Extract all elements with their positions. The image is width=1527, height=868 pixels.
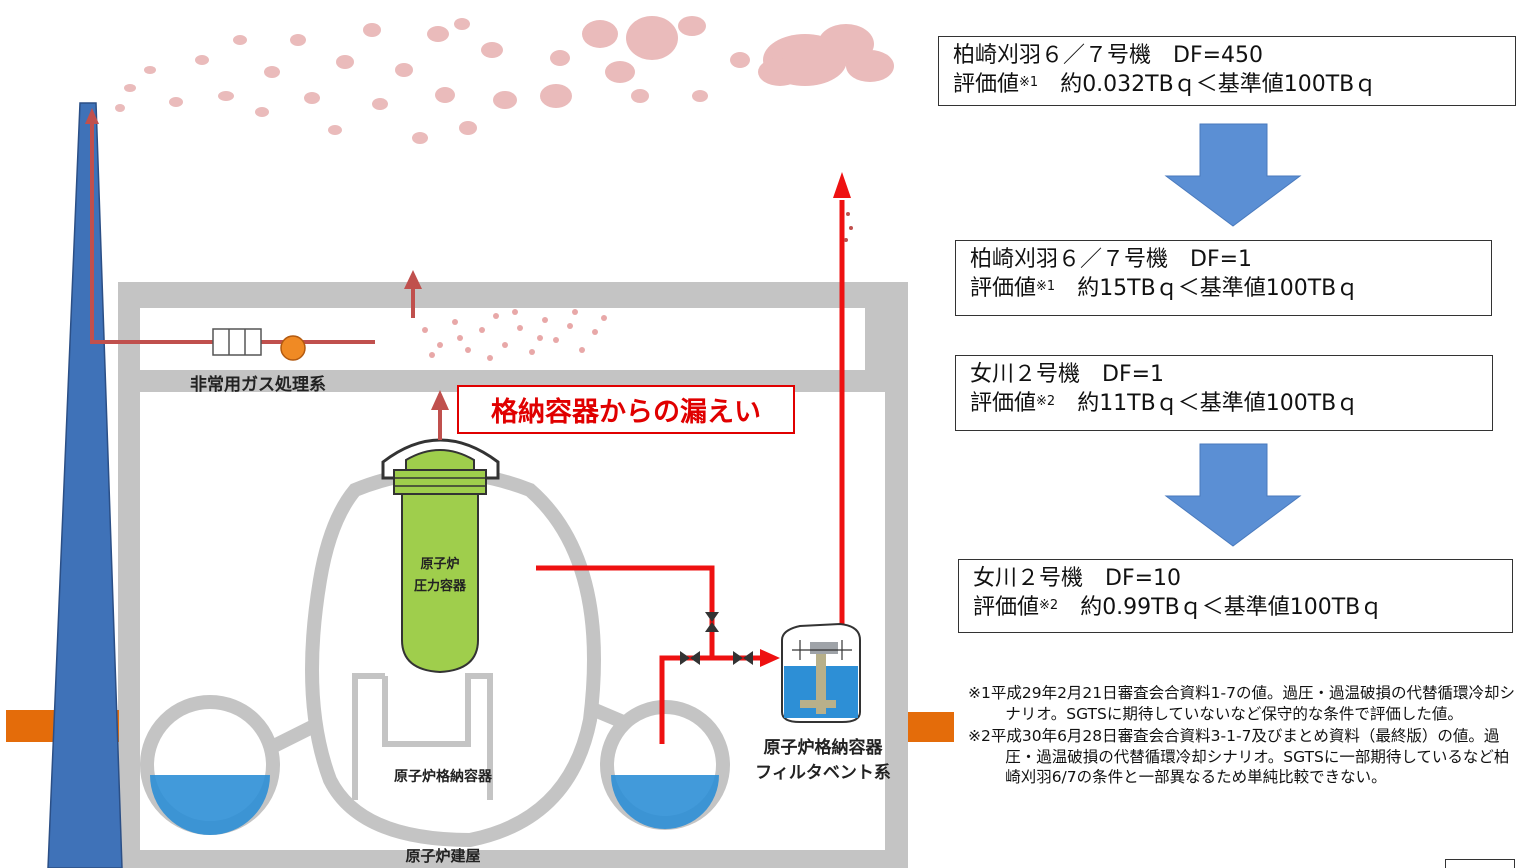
page-number-box	[1445, 859, 1515, 868]
rpv-label-line2: 圧力容器	[414, 578, 467, 594]
result-box-onagawa-df10: 女川２号機 DF=10 評価値※2 約0.99TBｑ＜基準値100TBｑ	[958, 559, 1513, 633]
result-value: 約11TBｑ＜基準値100TBｑ	[1055, 391, 1359, 416]
gas-treatment-line	[85, 108, 375, 344]
flow-arrow-2	[1164, 443, 1302, 547]
rpv-label-line1: 原子炉	[420, 556, 459, 572]
footnotes: ※1平成29年2月21日審査会合資料1-7の値。過圧・過温破損の代替循環冷却シナ…	[968, 683, 1516, 790]
building-particles	[422, 309, 607, 361]
release-plume	[115, 16, 894, 144]
result-note-mark: ※1	[1036, 279, 1056, 294]
gas-system-label: 非常用ガス処理系	[190, 374, 326, 395]
gas-filter-icon	[212, 328, 262, 356]
filter-vent-label-1: 原子炉格納容器	[764, 737, 884, 758]
pedestal	[352, 673, 493, 800]
building-release-arrow	[404, 270, 422, 318]
flow-arrow-1	[1164, 123, 1302, 227]
suppression-water	[150, 775, 719, 835]
exhaust-stack	[47, 102, 123, 868]
result-title: 女川２号機 DF=10	[973, 566, 1182, 591]
result-prefix: 評価値	[970, 391, 1037, 416]
result-value: 約0.99TBｑ＜基準値100TBｑ	[1058, 595, 1383, 620]
vent-arrow-head	[833, 172, 851, 198]
leak-arrow	[431, 390, 449, 440]
vent-inlet-arrow	[760, 649, 780, 667]
vent-wisps	[844, 212, 853, 242]
filter-vent-label-2: フィルタベント系	[755, 763, 891, 783]
result-prefix: 評価値	[970, 276, 1037, 301]
result-note-mark: ※2	[1039, 598, 1059, 613]
result-title: 女川２号機 DF=1	[970, 362, 1165, 387]
result-note-mark: ※1	[1019, 75, 1039, 90]
result-value: 約15TBｑ＜基準値100TBｑ	[1055, 276, 1359, 301]
pcv-label: 原子炉格納容器	[394, 768, 493, 785]
result-value: 約0.032TBｑ＜基準値100TBｑ	[1038, 72, 1377, 97]
result-prefix: 評価値	[973, 595, 1040, 620]
filter-vent-tank	[781, 622, 861, 723]
result-note-mark: ※2	[1036, 394, 1056, 409]
result-title: 柏崎刈羽６／７号機 DF=450	[953, 43, 1264, 68]
result-box-kk-df1: 柏崎刈羽６／７号機 DF=1 評価値※1 約15TBｑ＜基準値100TBｑ	[955, 240, 1492, 316]
footnote-1: ※1平成29年2月21日審査会合資料1-7の値。過圧・過温破損の代替循環冷却シナ…	[968, 684, 1515, 723]
rpv	[381, 438, 500, 674]
building-label: 原子炉建屋	[405, 847, 480, 865]
vent-valves	[680, 612, 753, 665]
result-prefix: 評価値	[953, 72, 1020, 97]
ground-right	[908, 712, 954, 742]
footnote-2: ※2平成30年6月28日審査会合資料3-1-7及びまとめ資料（最終版）の値。過圧…	[968, 727, 1510, 786]
result-title: 柏崎刈羽６／７号機 DF=1	[970, 247, 1253, 272]
gas-fan-icon	[280, 335, 306, 361]
result-box-kk-df450: 柏崎刈羽６／７号機 DF=450 評価値※1 約0.032TBｑ＜基準値100T…	[938, 36, 1516, 106]
leak-label: 格納容器からの漏えい	[457, 385, 795, 434]
result-box-onagawa-df1: 女川２号機 DF=1 評価値※2 約11TBｑ＜基準値100TBｑ	[955, 355, 1493, 431]
